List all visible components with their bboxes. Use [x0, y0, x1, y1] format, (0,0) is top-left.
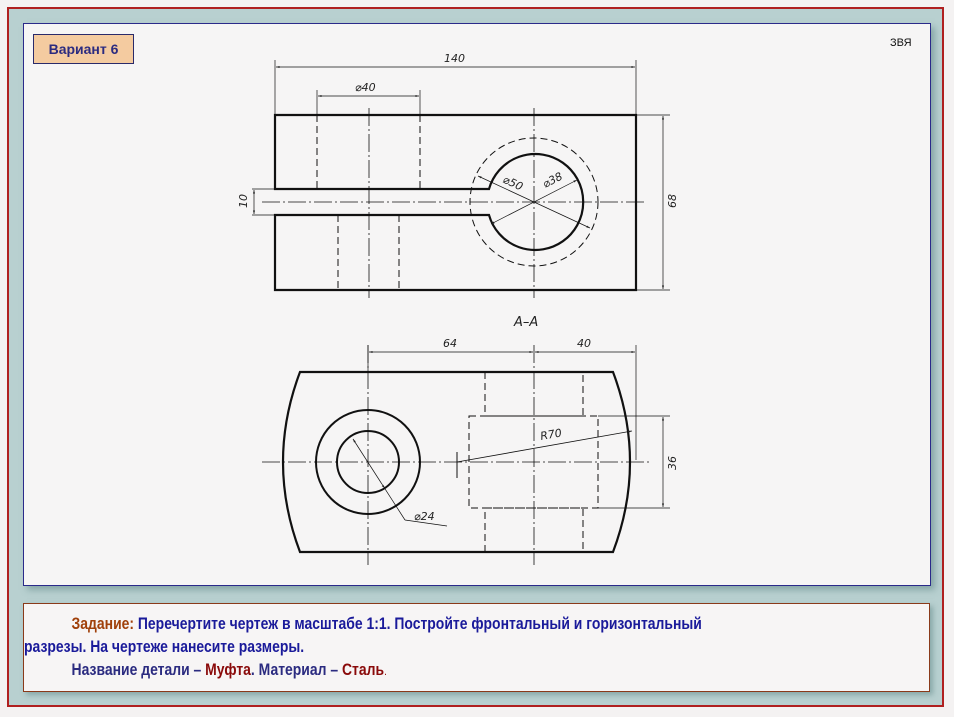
- task-label: Задание:: [71, 614, 135, 633]
- task-line-2: разрезы. На чертеже нанесите размеры.: [24, 637, 305, 656]
- variant-label: Вариант 6: [48, 41, 119, 57]
- end-dot: .: [384, 664, 387, 678]
- task-box: Задание: Перечертите чертеж в масштабе 1…: [23, 603, 930, 692]
- top-view: [252, 60, 670, 298]
- technical-drawing: 140 ⌀40 68 10 ⌀50 ⌀38 А–А 64 40 R: [237, 52, 679, 565]
- author-mark: ЗВЯ: [890, 37, 912, 49]
- dim-outer-diameter: ⌀50: [501, 173, 525, 193]
- dim-68: 68: [666, 194, 679, 208]
- dim-inner-diameter: ⌀38: [540, 170, 564, 191]
- dim-hole-diameter: ⌀24: [414, 510, 435, 523]
- material-value: Сталь: [341, 660, 385, 679]
- dim-10: 10: [237, 194, 250, 208]
- dim-40: 40: [577, 337, 591, 350]
- dim-36: 36: [666, 456, 679, 470]
- material-label: . Материал –: [250, 660, 342, 679]
- dim-bore-diameter: ⌀40: [355, 81, 376, 94]
- dim-64: 64: [443, 337, 457, 350]
- dim-140: 140: [444, 52, 465, 65]
- task-line-3: Название детали – Муфта. Материал – Стал…: [24, 658, 930, 683]
- part-name: Муфта: [205, 660, 251, 679]
- task-text-1: Перечертите чертеж в масштабе 1:1. Постр…: [134, 614, 702, 633]
- dim-r70: R70: [539, 426, 563, 443]
- section-label: А–А: [513, 315, 538, 330]
- bottom-view-outline: [281, 370, 632, 554]
- top-view-outline: [273, 113, 638, 292]
- part-name-label: Название детали –: [71, 660, 206, 679]
- drawing-panel: [23, 23, 931, 586]
- bottom-view: [262, 345, 670, 565]
- variant-badge: Вариант 6: [33, 34, 134, 64]
- task-line-1: Задание: Перечертите чертеж в масштабе 1…: [24, 612, 930, 635]
